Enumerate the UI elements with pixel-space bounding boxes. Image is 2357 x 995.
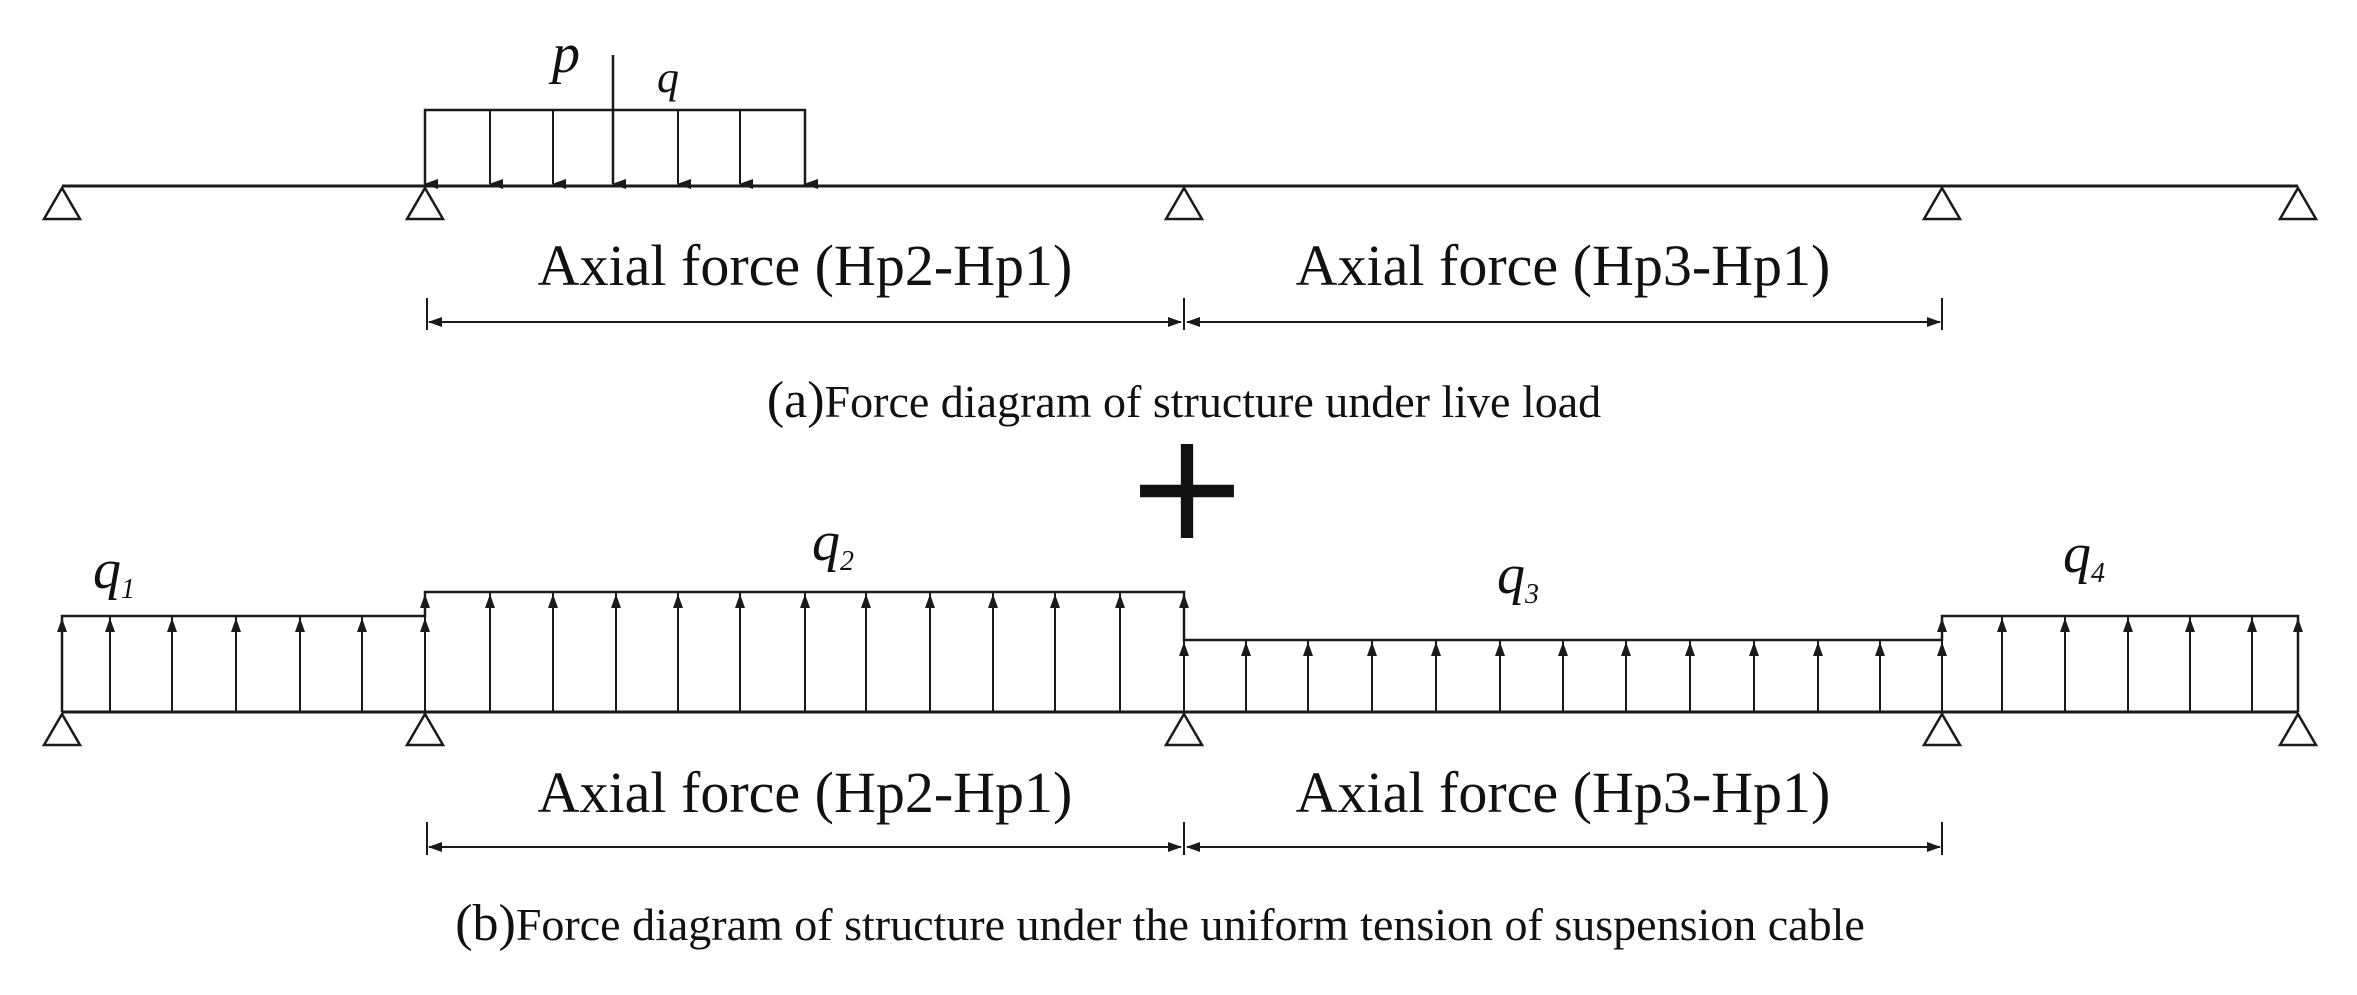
load-arrowhead-q1 [357,618,367,632]
support-a-5 [2277,185,2319,221]
load-arrowhead-q2 [1050,594,1060,608]
load-arrowhead-q2 [1115,594,1125,608]
dimension-lines-a [426,298,1943,330]
load-arrowhead-q1 [57,618,67,632]
load-arrowhead-q4 [2293,618,2303,632]
load-arrowhead-q3 [1813,642,1823,656]
support-b-3 [1163,711,1205,747]
load-arrowhead-q3 [1558,642,1568,656]
distributed-load-label: q [657,53,679,102]
supports-a [41,185,2319,221]
load-label-q4: q4 [2063,523,2105,589]
load-arrowhead-q2 [611,594,621,608]
load-arrowhead-q2 [485,594,495,608]
load-arrowhead-q3 [1303,642,1313,656]
load-arrowhead-q3 [1621,642,1631,656]
support-b-2 [404,711,446,747]
load-arrowhead-q3 [1179,642,1189,656]
load-arrowhead-q4 [2247,618,2257,632]
load-arrowhead-q1 [295,618,305,632]
support-a-3 [1163,185,1205,221]
load-arrowhead-q3 [1367,642,1377,656]
upward-load-arrows-b [57,592,2303,712]
load-arrowhead-q2 [861,594,871,608]
load-arrowhead-q3 [1431,642,1441,656]
load-arrowhead-q3 [1875,642,1885,656]
diagram-a: p q Axial force (Hp2-Hp1) Axial force (H… [41,23,2319,429]
load-arrowhead-q3 [1685,642,1695,656]
plus-operator: + [1124,400,1250,574]
load-arrowhead-q2 [420,594,430,608]
load-label-q2: q2 [812,511,854,577]
point-load-label: p [548,23,580,85]
load-arrowhead-q2 [800,594,810,608]
load-outline-b [60,590,2300,712]
load-arrowhead-q3 [1749,642,1759,656]
dimension-lines-b [426,822,1943,855]
support-a-2 [404,185,446,221]
load-label-q3: q3 [1497,544,1539,610]
caption-b: (b)Force diagram of structure under the … [455,895,1865,952]
diagram-b: q1 q2 q3 q4 Axial force (Hp2-Hp1) Axial … [41,511,2319,952]
load-arrowhead-q4 [1997,618,2007,632]
support-a-1 [41,185,83,221]
load-arrowhead-q3 [1241,642,1251,656]
support-b-4 [1921,711,1963,747]
load-arrowhead-q4 [2060,618,2070,632]
support-a-4 [1921,185,1963,221]
load-arrowhead-q2 [673,594,683,608]
support-b-1 [41,711,83,747]
load-arrowhead-q2 [988,594,998,608]
load-arrowhead-q1 [231,618,241,632]
distributed-load-a [423,108,818,189]
span-label-a-right: Axial force (Hp3-Hp1) [1296,233,1831,298]
span-label-b-left: Axial force (Hp2-Hp1) [538,760,1073,825]
load-arrowhead-q1 [105,618,115,632]
load-arrowhead-q4 [1937,618,1947,632]
span-label-a-left: Axial force (Hp2-Hp1) [538,233,1073,298]
load-arrowhead-q2 [735,594,745,608]
load-arrowhead-q3 [1495,642,1505,656]
load-arrowhead-q2 [925,594,935,608]
load-arrowhead-q1 [167,618,177,632]
supports-b [41,711,2319,747]
span-label-b-right: Axial force (Hp3-Hp1) [1296,760,1831,825]
support-b-5 [2277,711,2319,747]
load-label-q1: q1 [93,539,135,605]
load-arrowhead-q4 [2123,618,2133,632]
load-arrowhead-q2 [548,594,558,608]
caption-a: (a)Force diagram of structure under live… [767,372,1601,429]
load-arrowhead-q4 [2185,618,2195,632]
load-arrowhead-q2 [1179,594,1189,608]
